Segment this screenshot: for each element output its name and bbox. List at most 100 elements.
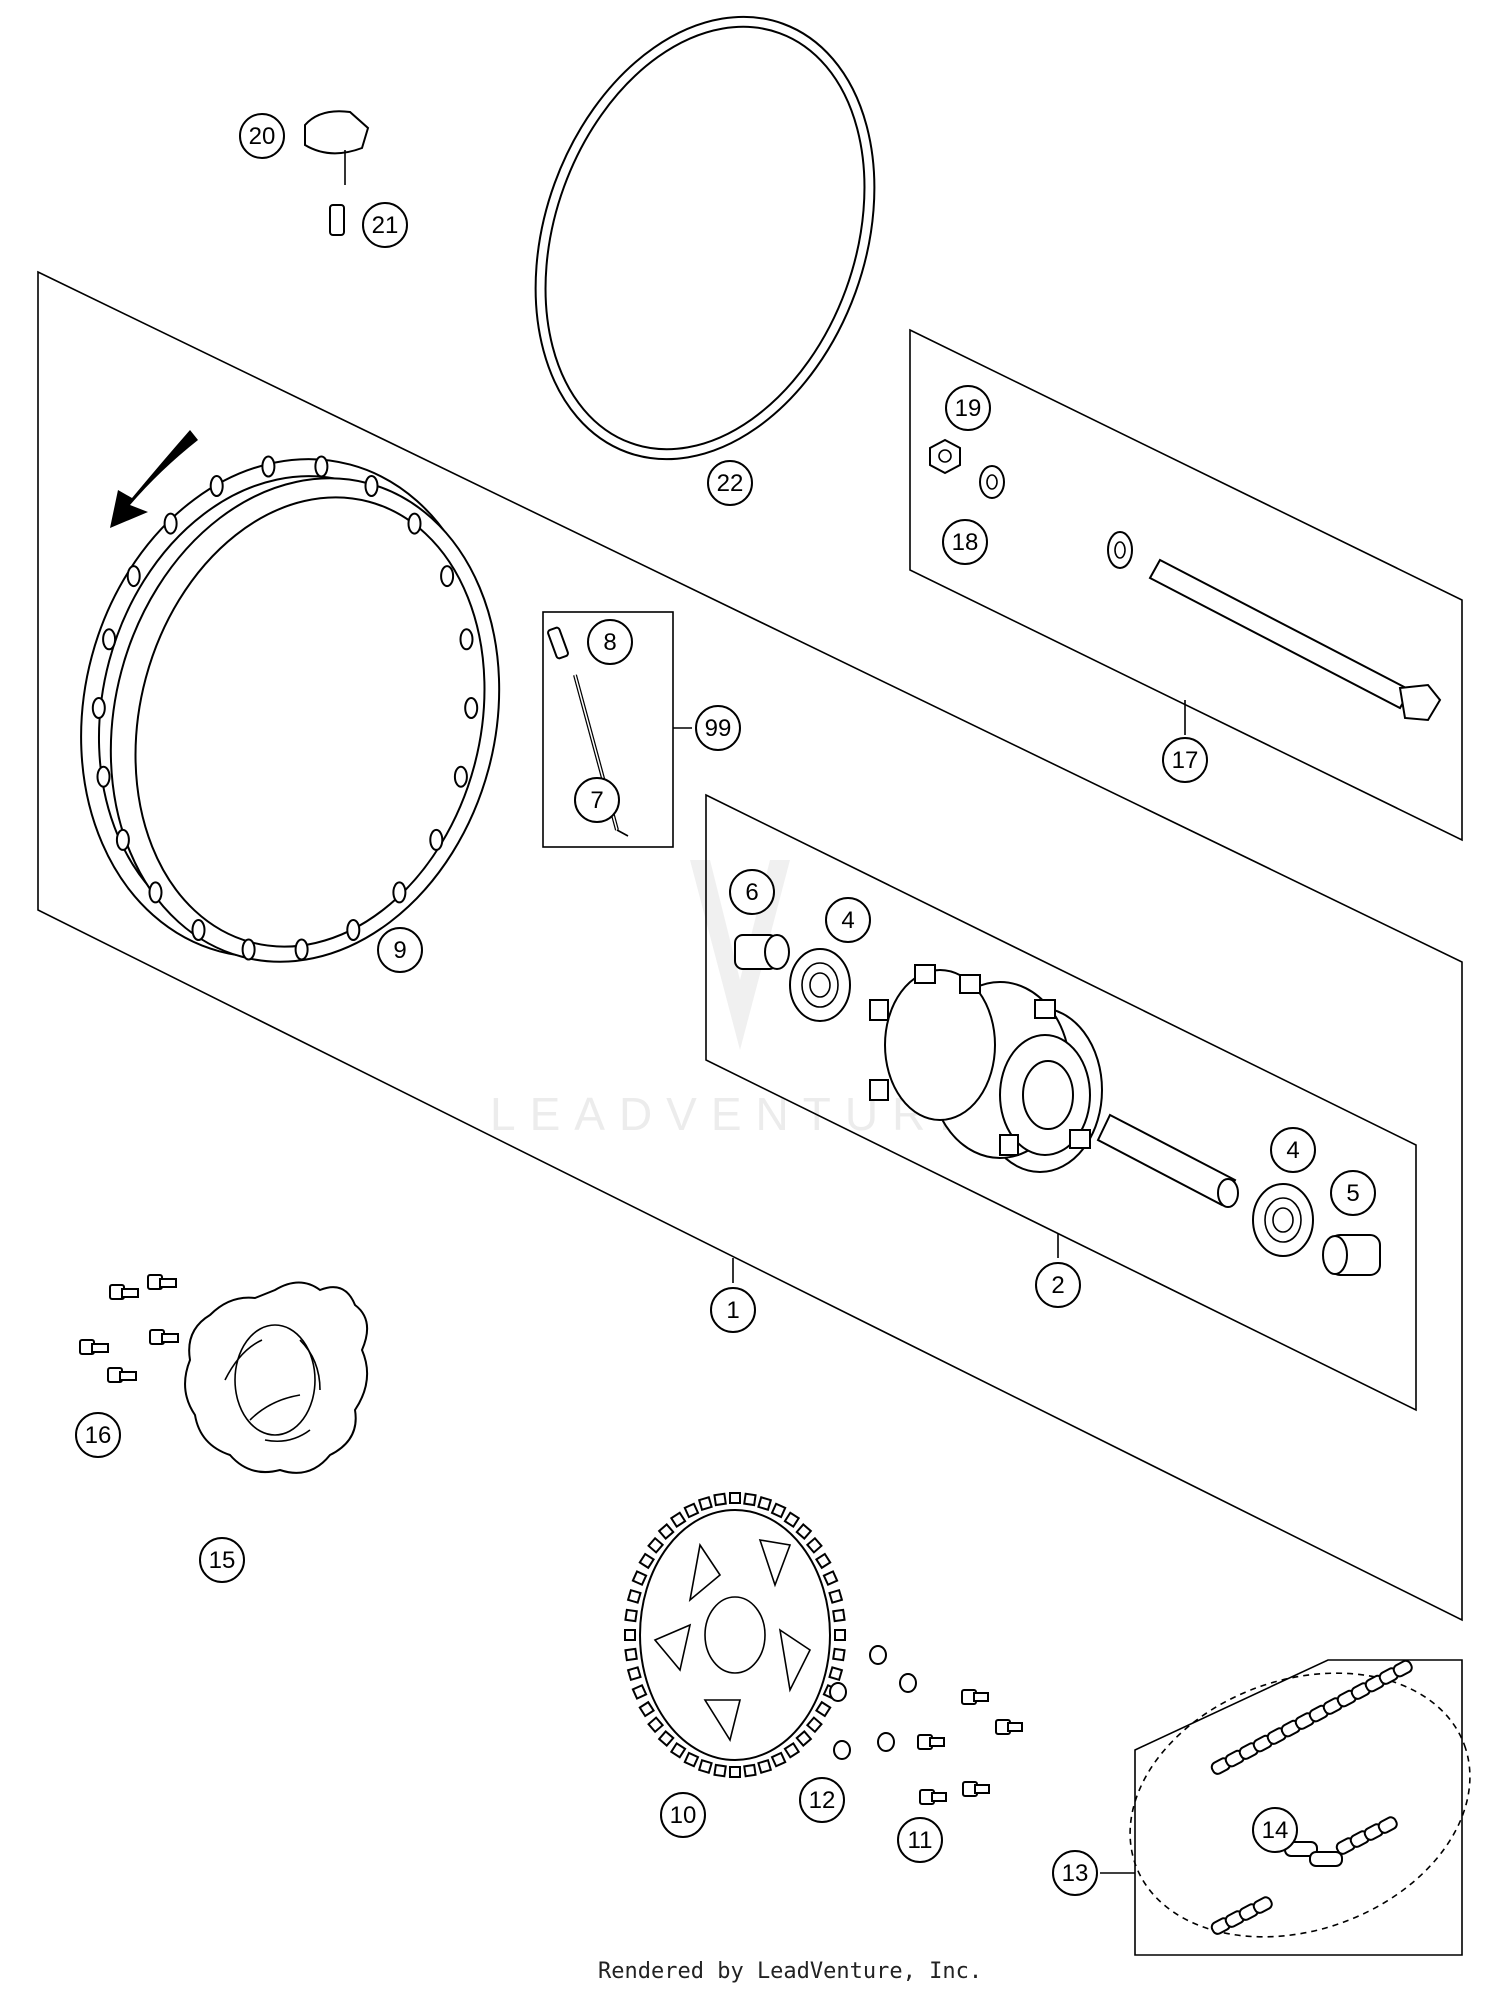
spacer-right bbox=[1322, 1234, 1381, 1276]
callout-c21: 21 bbox=[362, 202, 408, 248]
rim-spoke-hole bbox=[148, 881, 163, 904]
sprocket-tooth bbox=[783, 1742, 801, 1759]
callout-number: 10 bbox=[670, 1802, 697, 1829]
spoke-kit-frame bbox=[542, 611, 674, 848]
sprocket-tooth bbox=[770, 1502, 787, 1519]
sprocket-tooth bbox=[647, 1536, 665, 1554]
sprocket-tooth bbox=[624, 1608, 638, 1623]
sprocket-tooth bbox=[626, 1666, 642, 1682]
callout-number: 6 bbox=[745, 879, 758, 906]
callout-c4b: 4 bbox=[1270, 1127, 1316, 1173]
sprocket-tooth bbox=[638, 1552, 655, 1570]
callout-c8: 8 bbox=[587, 619, 633, 665]
sprocket-tooth bbox=[697, 1759, 713, 1774]
sprocket-tooth bbox=[657, 1730, 675, 1747]
rim-spoke-hole bbox=[453, 765, 468, 788]
callout-number: 16 bbox=[85, 1422, 112, 1449]
sprocket-tooth bbox=[828, 1588, 844, 1604]
callout-c5: 5 bbox=[1330, 1170, 1376, 1216]
sprocket-tooth bbox=[683, 1502, 700, 1519]
sprocket-tooth bbox=[743, 1492, 757, 1507]
callout-number: 4 bbox=[841, 907, 854, 934]
sprocket-washers bbox=[829, 1645, 917, 1760]
chain bbox=[1129, 1659, 1471, 1938]
callout-c19: 19 bbox=[945, 385, 991, 431]
callout-c4a: 4 bbox=[825, 897, 871, 943]
rim-spoke-hole bbox=[429, 828, 444, 851]
callout-c14: 14 bbox=[1252, 1807, 1298, 1853]
sprocket-tooth bbox=[805, 1536, 823, 1554]
callout-c99: 99 bbox=[695, 705, 741, 751]
callout-number: 15 bbox=[209, 1547, 236, 1574]
callout-c17: 17 bbox=[1162, 737, 1208, 783]
callout-c7: 7 bbox=[574, 777, 620, 823]
callout-number: 22 bbox=[717, 470, 744, 497]
callout-number: 14 bbox=[1262, 1817, 1289, 1844]
callout-c9: 9 bbox=[377, 927, 423, 973]
sprocket-tooth bbox=[713, 1492, 727, 1507]
sprocket-tooth bbox=[783, 1511, 801, 1528]
callout-number: 2 bbox=[1051, 1272, 1064, 1299]
sprocket-tooth bbox=[669, 1742, 687, 1759]
hub bbox=[869, 964, 1103, 1173]
callout-number: 4 bbox=[1286, 1137, 1299, 1164]
sprocket-tooth bbox=[757, 1496, 773, 1511]
rim-spoke-hole bbox=[126, 565, 141, 588]
callout-c18: 18 bbox=[942, 519, 988, 565]
rim-spoke-hole bbox=[91, 697, 106, 719]
rim-spoke-hole bbox=[96, 765, 111, 788]
distance-tube bbox=[1096, 1113, 1239, 1208]
sprocket-tooth bbox=[815, 1700, 832, 1718]
chain-joint bbox=[1284, 1841, 1343, 1867]
callout-number: 11 bbox=[908, 1827, 933, 1854]
callout-c22: 22 bbox=[707, 460, 753, 506]
brake-disc bbox=[184, 1281, 369, 1474]
rim-spoke-hole bbox=[102, 628, 117, 651]
rim-tape-band bbox=[534, 15, 876, 461]
callout-number: 7 bbox=[590, 787, 603, 814]
sprocket-tooth bbox=[822, 1570, 839, 1587]
rim-spoke-hole bbox=[241, 938, 256, 961]
rim-spoke-hole bbox=[209, 475, 224, 497]
sprocket-tooth bbox=[729, 1492, 741, 1504]
callout-number: 9 bbox=[393, 937, 406, 964]
hub-assembly-frame bbox=[705, 793, 1417, 1412]
rim-spoke-hole bbox=[440, 565, 455, 588]
callout-c10: 10 bbox=[660, 1792, 706, 1838]
sprocket-tooth bbox=[683, 1751, 700, 1768]
sprocket-tooth bbox=[729, 1766, 741, 1778]
sprocket-tooth bbox=[832, 1608, 846, 1623]
rim bbox=[80, 455, 501, 963]
callout-number: 99 bbox=[705, 715, 732, 742]
sprocket-tooth bbox=[832, 1647, 846, 1662]
chain-link bbox=[1392, 1659, 1413, 1678]
sprocket-tooth bbox=[669, 1511, 687, 1528]
axle-shaft bbox=[1148, 558, 1442, 722]
rim-spoke-hole bbox=[407, 512, 422, 535]
valve-insert bbox=[329, 204, 345, 236]
footer-credit: Rendered by LeadVenture, Inc. bbox=[598, 1959, 982, 1984]
sprocket-tooth bbox=[757, 1759, 773, 1774]
bearing-right bbox=[1252, 1183, 1314, 1257]
callout-number: 13 bbox=[1062, 1860, 1089, 1887]
brake-disc-screws bbox=[79, 1274, 179, 1383]
rim-spoke-hole bbox=[163, 512, 178, 535]
callout-c13: 13 bbox=[1052, 1850, 1098, 1896]
chain-link bbox=[1252, 1896, 1273, 1914]
axle-kit-frame bbox=[909, 328, 1463, 842]
callout-number: 5 bbox=[1346, 1180, 1359, 1207]
sprocket-tooth bbox=[697, 1496, 713, 1511]
watermark-text: LEADVENTURE bbox=[490, 1088, 984, 1140]
sprocket-screws bbox=[917, 1689, 1023, 1805]
valve-cap bbox=[304, 110, 370, 185]
callout-c1: 1 bbox=[710, 1287, 756, 1333]
rim-spoke-hole bbox=[314, 455, 329, 478]
rim-spoke-hole bbox=[346, 919, 361, 941]
callout-number: 8 bbox=[603, 629, 616, 656]
callout-number: 19 bbox=[955, 395, 982, 422]
callout-number: 18 bbox=[952, 529, 979, 556]
callout-number: 20 bbox=[249, 123, 276, 150]
rim-spoke-hole bbox=[464, 697, 479, 719]
callout-number: 17 bbox=[1172, 747, 1199, 774]
